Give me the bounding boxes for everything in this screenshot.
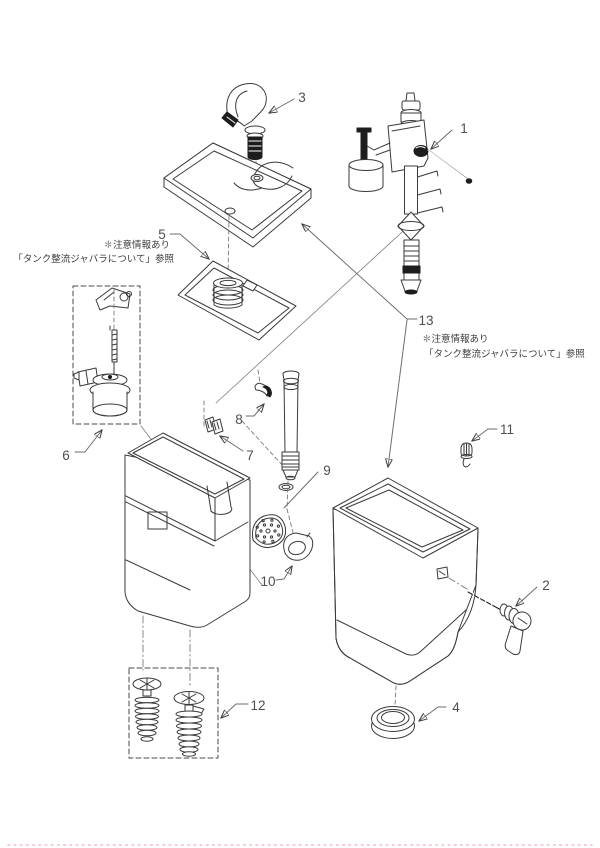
part-label-10: 10	[260, 574, 275, 589]
part-9-overflow-pipe-drawing	[278, 370, 300, 545]
leader-4	[419, 706, 447, 721]
lower-note-line2: 「タンク整流ジャバラについて」参照	[424, 348, 585, 360]
strainer-disc-drawing	[252, 514, 286, 548]
part-1-fill-valve-drawing	[348, 92, 473, 295]
leader-13-to-lid	[302, 224, 408, 320]
part-12-bellows-drawing	[128, 615, 219, 759]
part-6-flush-valve-drawing	[72, 285, 141, 425]
part-label-9: 9	[323, 463, 331, 478]
leader-3	[269, 98, 295, 113]
leader-7	[220, 436, 244, 452]
part-label-3: 3	[298, 90, 306, 105]
leader-11	[472, 428, 498, 441]
leader-lines	[74, 98, 538, 721]
leader-6	[74, 430, 102, 453]
part-7-clip-drawing	[203, 400, 224, 435]
part-label-8: 8	[235, 412, 243, 427]
outer-tank-lid-drawing	[163, 142, 312, 280]
part-label-6: 6	[62, 448, 70, 463]
part-5-inner-lid-drawing	[177, 260, 297, 341]
inner-tank-drawing	[124, 432, 251, 628]
part-13-outer-tank-drawing	[332, 477, 479, 707]
part-4-ring-gasket-drawing	[371, 706, 415, 739]
part-11-plug-drawing	[460, 442, 473, 468]
leader-9	[283, 471, 319, 509]
caution-notes: ✽注意情報あり 「タンク整流ジャバラについて」参照 ✽注意情報あり 「タンク整流…	[13, 239, 585, 360]
part-number-labels: 1 2 3 4 5 6 7 8 9 10 11 12 13	[62, 90, 550, 715]
part-label-5: 5	[158, 227, 166, 242]
leader-12	[221, 703, 249, 718]
leader-10	[275, 566, 292, 581]
lower-note-line1: ✽注意情報あり	[422, 333, 489, 345]
leader-8	[245, 404, 264, 417]
leader-5	[169, 233, 209, 259]
part-label-1: 1	[460, 121, 468, 136]
part-label-7: 7	[246, 448, 254, 463]
part-10-gasket-drawing	[283, 532, 314, 561]
upper-note-line2: 「タンク整流ジャバラについて」参照	[13, 253, 174, 265]
part-8-hook-clip-drawing	[254, 369, 272, 398]
part-label-13: 13	[418, 313, 433, 328]
part-2-handle-drawing	[467, 591, 532, 656]
part-label-12: 12	[250, 698, 265, 713]
leader-1	[431, 129, 453, 149]
leader-13-to-tank	[388, 319, 408, 467]
upper-note-line1: ✽注意情報あり	[103, 239, 170, 251]
leader-2	[516, 586, 538, 606]
part-label-2: 2	[542, 578, 550, 593]
part-3-spout-drawing	[221, 83, 267, 174]
part-label-11: 11	[500, 422, 514, 437]
part-label-4: 4	[452, 700, 460, 715]
